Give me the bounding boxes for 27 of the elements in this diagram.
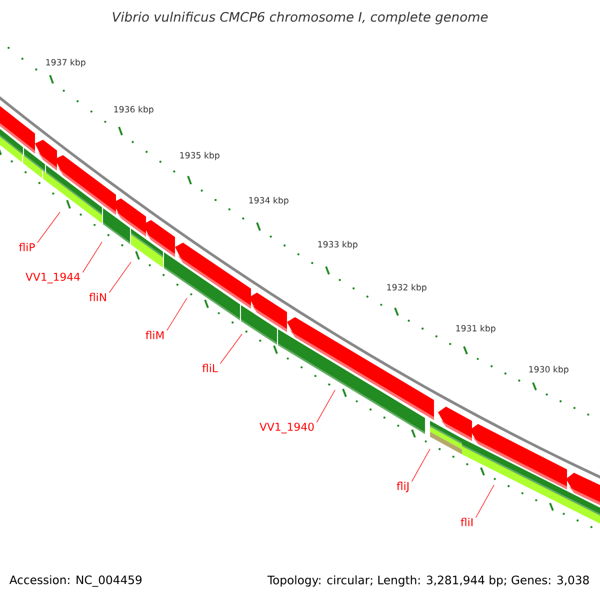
leader-line xyxy=(220,334,242,364)
gene-label: fliL xyxy=(202,364,218,372)
gene-label: fliN xyxy=(89,292,106,302)
leader-line xyxy=(37,212,60,243)
gene-label: VV1_1940 xyxy=(260,422,314,434)
scale-label: 1935 kbp xyxy=(180,152,220,160)
genome-info-text: Topology: circular; Length: 3,281,944 bp; Genes: 3,038 xyxy=(267,575,589,587)
accession-text: Accession: NC_004459 xyxy=(9,575,142,587)
gene-label: fliM xyxy=(146,330,164,340)
gene-label: fliP xyxy=(19,242,35,252)
scale-label: 1932 kbp xyxy=(387,284,426,292)
gene-label: VV1_1944 xyxy=(26,272,80,284)
scale-label: 1930 kbp xyxy=(529,366,568,374)
leader-line xyxy=(411,448,430,482)
title: Vibrio vulnificus CMCP6 chromosome I, complete genome xyxy=(112,12,488,24)
scale-label: 1933 kbp xyxy=(318,240,358,250)
scale-label: 1937 kbp xyxy=(46,58,86,68)
scale-label: 1936 kbp xyxy=(114,106,154,114)
leader-line xyxy=(475,484,494,518)
leader-line xyxy=(82,242,102,273)
gene-label: fliJ xyxy=(396,482,408,492)
leader-line xyxy=(166,298,188,331)
leader-line xyxy=(316,390,336,423)
scale-label: 1934 kbp xyxy=(249,196,288,206)
leader-line xyxy=(108,262,132,293)
scale-label: 1931 kbp xyxy=(456,324,496,334)
gene-label: fliI xyxy=(460,518,472,526)
